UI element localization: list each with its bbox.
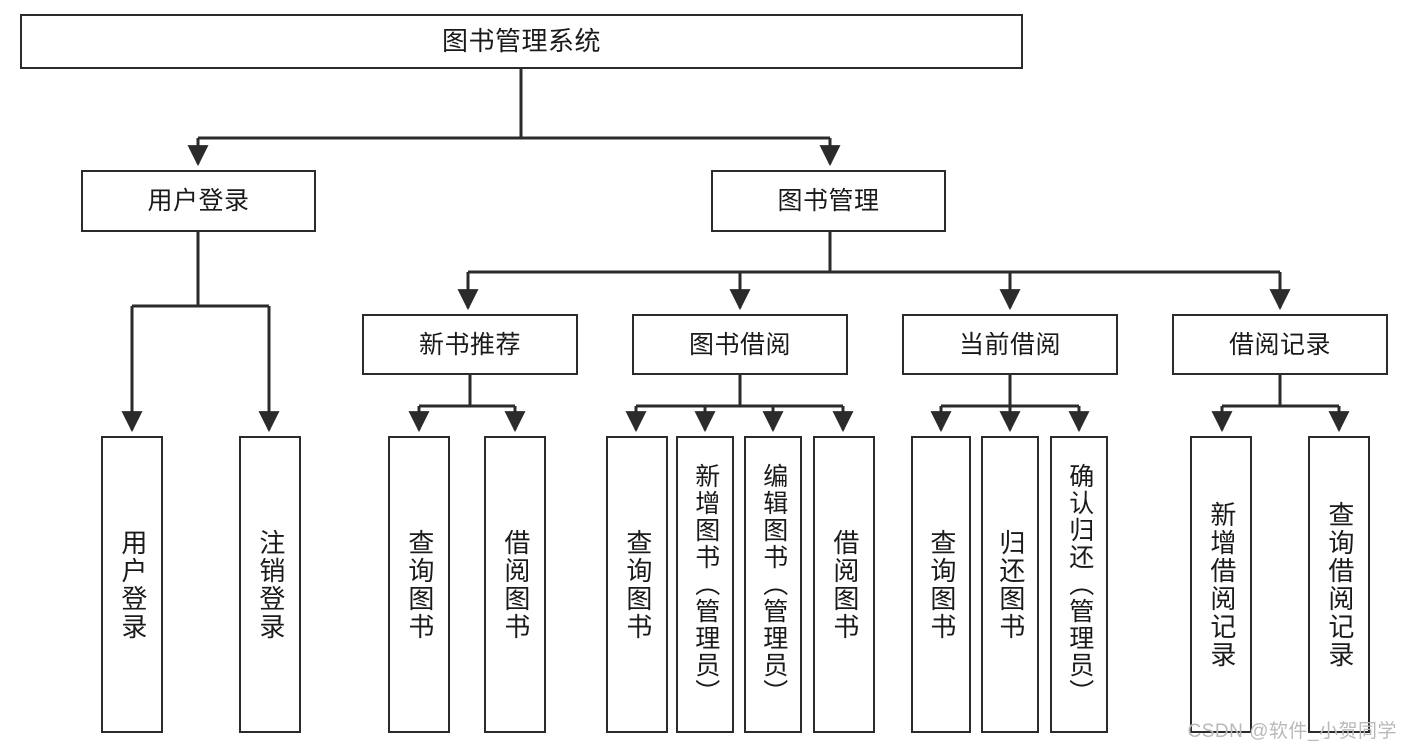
leaf-book-borrow-borrow-book[interactable]: 借阅图书: [813, 436, 875, 733]
leaf-borrow-record-add-record[interactable]: 新增借阅记录: [1190, 436, 1252, 733]
node-root-system[interactable]: 图书管理系统: [20, 14, 1023, 69]
node-label: 新增借阅记录: [1206, 500, 1237, 669]
node-label: 当前借阅: [958, 330, 1061, 359]
node-label: 查询图书: [622, 528, 653, 641]
node-label: 图书管理: [777, 187, 880, 215]
leaf-current-borrow-return-book[interactable]: 归还图书: [981, 436, 1039, 733]
node-label: 注销登录: [255, 528, 286, 641]
node-label: 新增图书（管理员）: [691, 463, 720, 706]
leaf-borrow-record-query-record[interactable]: 查询借阅记录: [1308, 436, 1370, 733]
node-label: 确认归还（管理员）: [1065, 463, 1094, 706]
node-label: 编辑图书（管理员）: [759, 463, 788, 706]
node-new-book-recommend[interactable]: 新书推荐: [362, 314, 578, 375]
node-label: 用户登录: [147, 187, 250, 215]
node-label: 归还图书: [995, 528, 1026, 641]
node-label: 用户登录: [117, 528, 148, 641]
node-user-login[interactable]: 用户登录: [81, 170, 316, 232]
leaf-book-borrow-add-book-admin[interactable]: 新增图书（管理员）: [676, 436, 734, 733]
node-label: 借阅图书: [500, 528, 531, 641]
leaf-current-borrow-confirm-return-admin[interactable]: 确认归还（管理员）: [1050, 436, 1108, 733]
leaf-new-book-query-book[interactable]: 查询图书: [388, 436, 450, 733]
node-label: 新书推荐: [418, 330, 521, 359]
node-label: 图书管理系统: [441, 25, 601, 56]
leaf-user-login-login[interactable]: 用户登录: [101, 436, 163, 733]
node-current-borrow[interactable]: 当前借阅: [902, 314, 1118, 375]
leaf-book-borrow-query-book[interactable]: 查询图书: [606, 436, 668, 733]
node-label: 查询图书: [926, 528, 957, 641]
node-label: 图书借阅: [688, 330, 791, 359]
node-label: 借阅图书: [829, 528, 860, 641]
node-label: 查询借阅记录: [1324, 500, 1355, 669]
node-borrow-record[interactable]: 借阅记录: [1172, 314, 1388, 375]
leaf-user-login-logout[interactable]: 注销登录: [239, 436, 301, 733]
leaf-new-book-borrow-book[interactable]: 借阅图书: [484, 436, 546, 733]
leaf-current-borrow-query-book[interactable]: 查询图书: [911, 436, 971, 733]
leaf-book-borrow-edit-book-admin[interactable]: 编辑图书（管理员）: [744, 436, 802, 733]
node-book-management[interactable]: 图书管理: [711, 170, 946, 232]
node-label: 查询图书: [404, 528, 435, 641]
watermark-text: CSDN @软件_小贺同学: [1187, 721, 1397, 742]
node-label: 借阅记录: [1228, 330, 1331, 359]
node-book-borrow[interactable]: 图书借阅: [632, 314, 848, 375]
